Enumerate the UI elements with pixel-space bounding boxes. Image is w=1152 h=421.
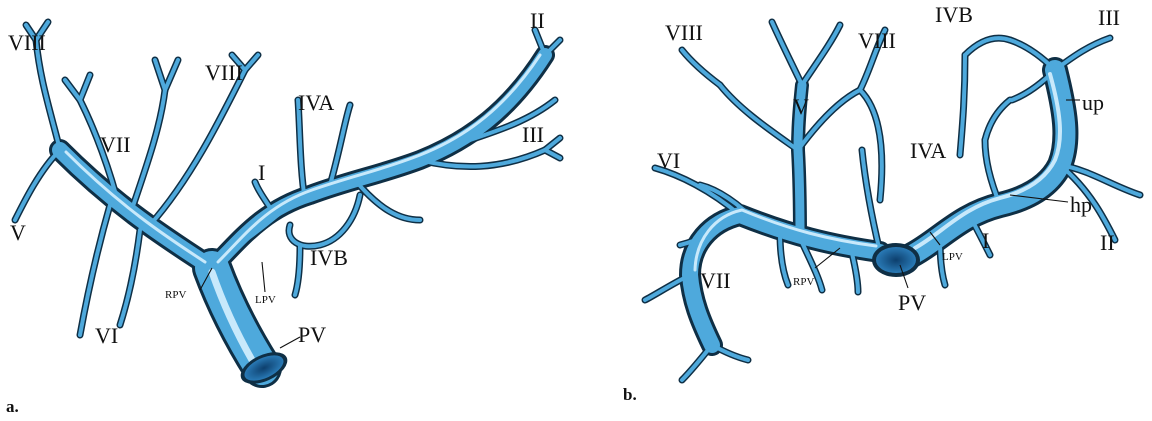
panel-b-letter: b. — [623, 385, 637, 404]
panel-a-label-lpv: LPV — [255, 294, 276, 306]
panel-b-label-up: up — [1082, 90, 1104, 115]
panel-a-pv-leader — [280, 337, 300, 348]
panel-a-letter: a. — [6, 397, 19, 416]
panel-a-label-ii: II — [530, 8, 545, 33]
panel-b-label-viii-left: VIII — [665, 20, 703, 45]
panel-b-label-vii: VII — [700, 268, 731, 293]
panel-a-label-vii: VII — [100, 132, 131, 157]
panel-b-label-vi: VI — [657, 148, 680, 173]
panel-a-label-viii-left: VIII — [8, 30, 46, 55]
panel-a-label-iii: III — [522, 122, 544, 147]
panel-b-label-ii: II — [1100, 230, 1115, 255]
panel-b-label-i: I — [982, 228, 989, 253]
panel-a-label-vi: VI — [95, 323, 118, 348]
panel-b-label-iva: IVA — [910, 138, 946, 163]
panel-a-lpv-leader — [262, 262, 265, 292]
panel-a-label-rpv: RPV — [165, 289, 186, 301]
panel-b-diagram: VIII VIII V VI VII IVB III up IVA hp I I… — [623, 2, 1140, 404]
panel-b-label-iii: III — [1098, 5, 1120, 30]
panel-a-label-ivb: IVB — [310, 245, 348, 270]
panel-b-label-pv: PV — [898, 290, 926, 315]
panel-a-label-v: V — [10, 220, 26, 245]
panel-a-diagram: VIII VIII VII V VI IVA I II III IVB RPV … — [6, 8, 560, 416]
panel-a-label-viii-mid: VIII — [205, 60, 243, 85]
panel-b-label-ivb: IVB — [935, 2, 973, 27]
panel-a-label-i: I — [258, 160, 265, 185]
panel-b-label-lpv: LPV — [942, 251, 963, 263]
panel-b-label-rpv: RPV — [793, 276, 814, 288]
panel-a-label-iva: IVA — [298, 90, 334, 115]
panel-b-label-v: V — [793, 94, 809, 119]
panel-b-label-viii-right: VIII — [858, 28, 896, 53]
panel-a-label-pv: PV — [298, 322, 326, 347]
panel-b-label-hp: hp — [1070, 192, 1092, 217]
panel-b-vein-tree — [645, 22, 1140, 380]
